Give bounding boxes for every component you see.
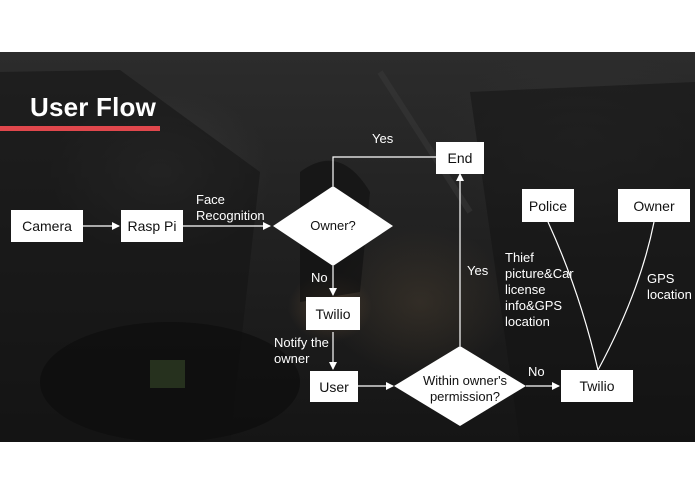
end-node: End (436, 142, 484, 174)
thief-info-label: Thief picture&Car license info&GPS locat… (505, 250, 574, 329)
user-node: User (310, 371, 358, 402)
camera-node: Camera (11, 210, 83, 242)
car-interior-photo (0, 70, 695, 442)
yes-label-top: Yes (372, 131, 394, 146)
no-label-permission: No (528, 364, 545, 379)
permission-decision-label: Within owner's permission? (422, 373, 508, 404)
slide-title: User Flow (30, 92, 157, 122)
gps-location-label: GPS location (647, 271, 692, 302)
twilio-node-2: Twilio (561, 370, 633, 402)
rasp-pi-node: Rasp Pi (121, 210, 183, 242)
edge-twilio-police (547, 221, 599, 371)
flow-connectors (83, 156, 655, 426)
title-accent-bar (0, 126, 160, 131)
edge-twilio-owner (597, 221, 655, 371)
permission-decision-diamond (394, 346, 526, 426)
twilio-node-1: Twilio (306, 297, 360, 330)
owner-decision-label: Owner? (310, 218, 356, 233)
notify-owner-label: Notify the owner (274, 335, 329, 366)
owner-decision-diamond (273, 186, 393, 266)
edge-owner-end (332, 156, 436, 186)
slide: User Flow Camera Rasp Pi Owner? End Twil… (0, 52, 695, 442)
police-node: Police (522, 189, 574, 222)
owner-node: Owner (618, 189, 690, 222)
yes-label-right: Yes (467, 263, 489, 278)
face-recognition-label: Face Recognition (196, 192, 265, 223)
no-label-owner: No (311, 270, 328, 285)
